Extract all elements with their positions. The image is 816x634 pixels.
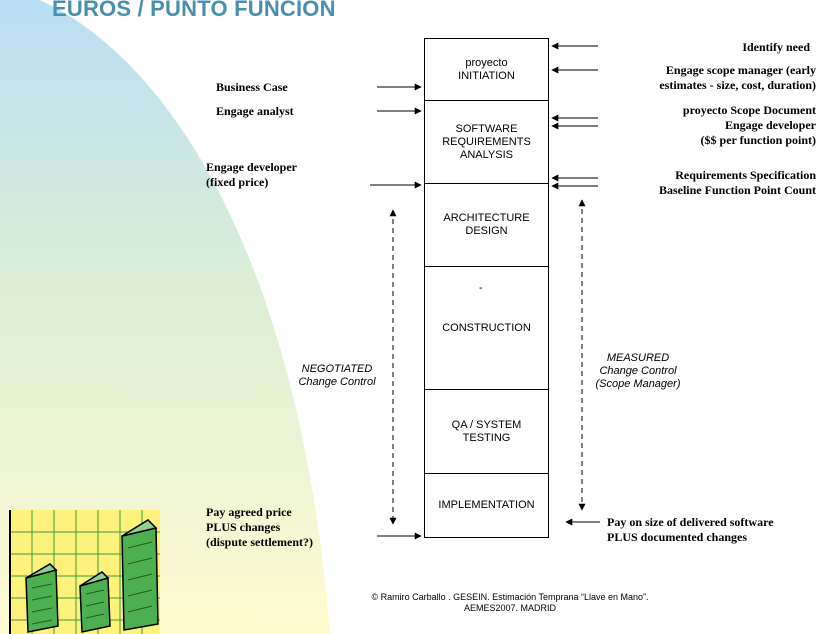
label-negotiated-change-control: NEGOTIATED Change Control bbox=[298, 363, 376, 388]
label-business-case: Business Case bbox=[216, 80, 288, 94]
money-chart-icon bbox=[9, 510, 160, 634]
footer-credit: © Ramiro Carballo . GESEIN. Estimación T… bbox=[371, 592, 649, 613]
label-pay-on-size: Pay on size of delivered software PLUS d… bbox=[607, 515, 774, 544]
background-arc bbox=[0, 0, 330, 634]
label-engage-developer-fixed: Engage developer (fixed price) bbox=[206, 160, 297, 189]
label-scope-document: proyecto Scope Document Engage developer… bbox=[682, 103, 816, 147]
label-engage-analyst: Engage analyst bbox=[216, 104, 294, 118]
label-measured-change-control: MEASURED Change Control (Scope Manager) bbox=[595, 352, 681, 390]
phase-qa-testing: QA / SYSTEM TESTING bbox=[424, 390, 549, 474]
phase-implementation: IMPLEMENTATION bbox=[424, 474, 549, 538]
construction-mark: - bbox=[479, 282, 483, 294]
phase-requirements-analysis: SOFTWARE REQUIREMENTS ANALYSIS bbox=[424, 101, 549, 184]
page-title: EUROS / PUNTO FUNCION bbox=[52, 0, 336, 21]
phase-initiation: proyecto INITIATION bbox=[424, 38, 549, 101]
label-identify-need: Identify need bbox=[742, 40, 810, 54]
label-requirements-spec: Requirements Specification Baseline Func… bbox=[658, 168, 816, 197]
phase-architecture-design: ARCHITECTURE DESIGN bbox=[424, 184, 549, 267]
phase-construction: CONSTRUCTION bbox=[424, 267, 549, 390]
label-pay-agreed-price: Pay agreed price PLUS changes (dispute s… bbox=[206, 505, 313, 549]
label-engage-scope-manager: Engage scope manager (early estimates - … bbox=[659, 63, 816, 92]
